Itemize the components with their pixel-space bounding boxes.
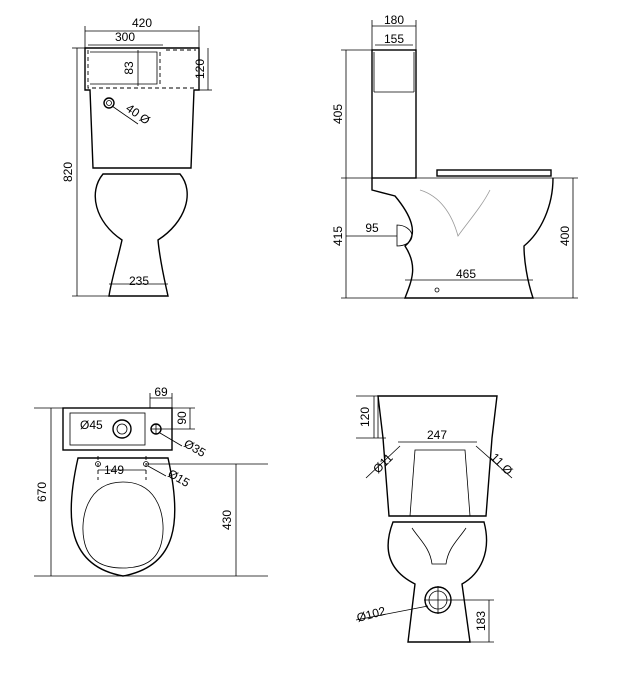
dim-flush-button: 40 Ø <box>123 101 152 127</box>
flush-button-icon <box>103 97 115 109</box>
front-view: 420 300 83 120 40 Ø 820 235 <box>61 16 212 297</box>
side-view: 180 155 405 415 95 400 465 <box>331 13 578 299</box>
dim-side-tank-width: 180 <box>384 13 404 27</box>
dim-basin-hole: Ø45 <box>80 418 103 432</box>
rear-trap <box>411 527 467 565</box>
dim-side-tank-height: 405 <box>331 104 345 124</box>
side-seat <box>436 169 552 177</box>
dim-seat-hole-spacing: 149 <box>104 463 124 477</box>
side-outlet <box>396 224 413 247</box>
side-bowl-outline <box>371 177 554 299</box>
dim-front-basin-depth: 83 <box>122 61 136 75</box>
top-view: 69 90 Ø45 Ø35 Ø15 149 670 430 <box>34 385 268 577</box>
rear-recess <box>409 449 471 517</box>
dim-rear-tank-height: 120 <box>358 407 372 427</box>
rear-view: 120 247 Ø11 11 Ø Ø102 183 <box>355 395 516 643</box>
dim-tap-hole: Ø35 <box>182 436 209 460</box>
top-basin <box>69 412 146 446</box>
dim-top-total-length: 670 <box>35 482 49 502</box>
dim-fixing-spacing: 247 <box>427 428 447 442</box>
front-basin-hidden <box>87 50 196 89</box>
basin-drain-icon <box>112 419 132 439</box>
dim-top-depth-offset: 90 <box>175 411 189 425</box>
dim-front-base-width: 235 <box>129 274 149 288</box>
dim-seat-hole: Ø15 <box>166 466 193 490</box>
dim-side-outlet-offset: 95 <box>365 221 379 235</box>
rear-bowl-outline <box>387 521 488 643</box>
side-tank <box>371 49 417 179</box>
front-basin-inner <box>90 51 158 85</box>
front-bowl-outline <box>94 173 188 297</box>
dim-top-bowl-length: 430 <box>220 510 234 530</box>
front-tank-outline <box>84 47 200 169</box>
dim-front-inner-width: 300 <box>115 30 135 44</box>
top-bowl-opening <box>82 481 164 569</box>
dim-right-hole: 11 Ø <box>488 450 516 478</box>
dim-side-base-length: 465 <box>456 267 476 281</box>
dim-front-width: 420 <box>132 16 152 30</box>
dim-front-total-height: 820 <box>61 162 75 182</box>
dim-front-tank-top: 120 <box>193 59 207 79</box>
dim-rear-outlet-height: 183 <box>474 611 488 631</box>
dim-top-width-offset: 69 <box>154 385 168 399</box>
dim-left-hole: Ø11 <box>370 451 396 477</box>
side-trap-hidden <box>419 189 491 237</box>
rear-tank-outline <box>377 395 498 517</box>
dim-side-tank-inner: 155 <box>384 32 404 46</box>
dim-outlet-diameter: Ø102 <box>355 604 387 625</box>
dim-side-seat-height: 400 <box>558 226 572 246</box>
dim-side-outlet-height: 415 <box>331 226 345 246</box>
